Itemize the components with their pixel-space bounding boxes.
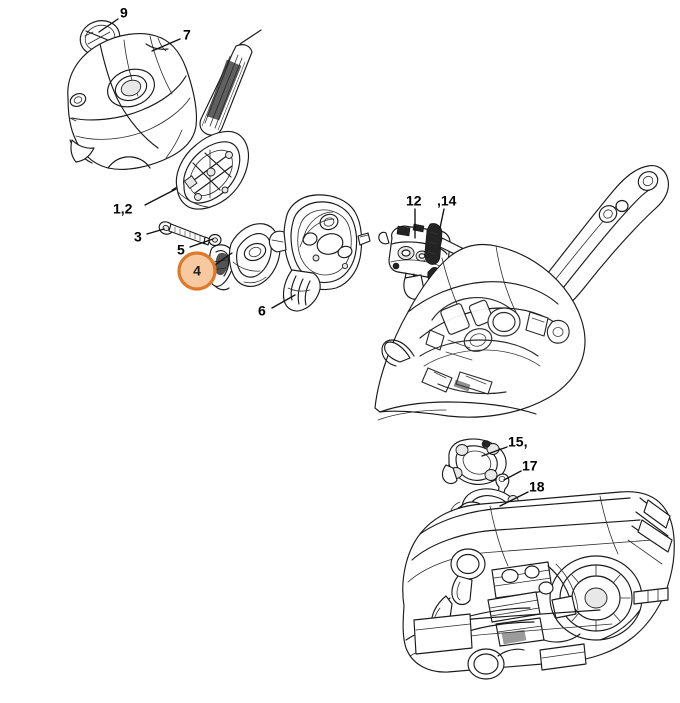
leader-7 — [151, 38, 181, 52]
leader-4 — [214, 252, 233, 266]
callout-label-1-2: 1,2 — [113, 201, 133, 217]
callout-label-17: 17 — [522, 458, 538, 474]
highlighted-callout-4[interactable]: 4 — [177, 251, 217, 291]
part-top-shroud-cover — [67, 33, 198, 170]
part-valve-cover-plate — [441, 438, 507, 486]
callout-label-15: 15, — [508, 434, 527, 450]
callout-label-6: 6 — [258, 303, 266, 319]
highlight-circle[interactable] — [177, 251, 217, 291]
part-ribbed-strip — [199, 29, 262, 136]
leader-18 — [499, 491, 529, 507]
highlight-label: 4 — [193, 263, 201, 279]
part-engine-crankcase-assembly — [402, 491, 675, 680]
callout-layer: 9 7 1,2 3 5 6 12 ,14 15, 17 18 — [98, 5, 545, 507]
callout-label-12: 12 — [406, 193, 422, 209]
callout-label-14: ,14 — [437, 193, 457, 209]
leader-15 — [481, 446, 508, 457]
leader-14 — [439, 208, 445, 229]
leader-1-2 — [144, 188, 177, 206]
part-insulator-block — [228, 223, 281, 288]
part-air-filter-element — [171, 130, 250, 210]
leader-6 — [271, 294, 296, 309]
part-screw-fastener — [158, 221, 211, 246]
part-handle-housing-assembly — [374, 165, 670, 421]
callout-label-18: 18 — [529, 479, 545, 495]
leader-5 — [189, 238, 214, 248]
callout-label-3: 3 — [134, 229, 142, 245]
callout-label-9: 9 — [120, 5, 128, 21]
part-air-filter-housing — [268, 194, 371, 312]
callout-label-7: 7 — [183, 27, 191, 43]
leader-3 — [146, 228, 165, 235]
leader-9 — [98, 18, 119, 33]
callout-label-5: 5 — [177, 242, 185, 258]
leader-17 — [503, 470, 522, 481]
